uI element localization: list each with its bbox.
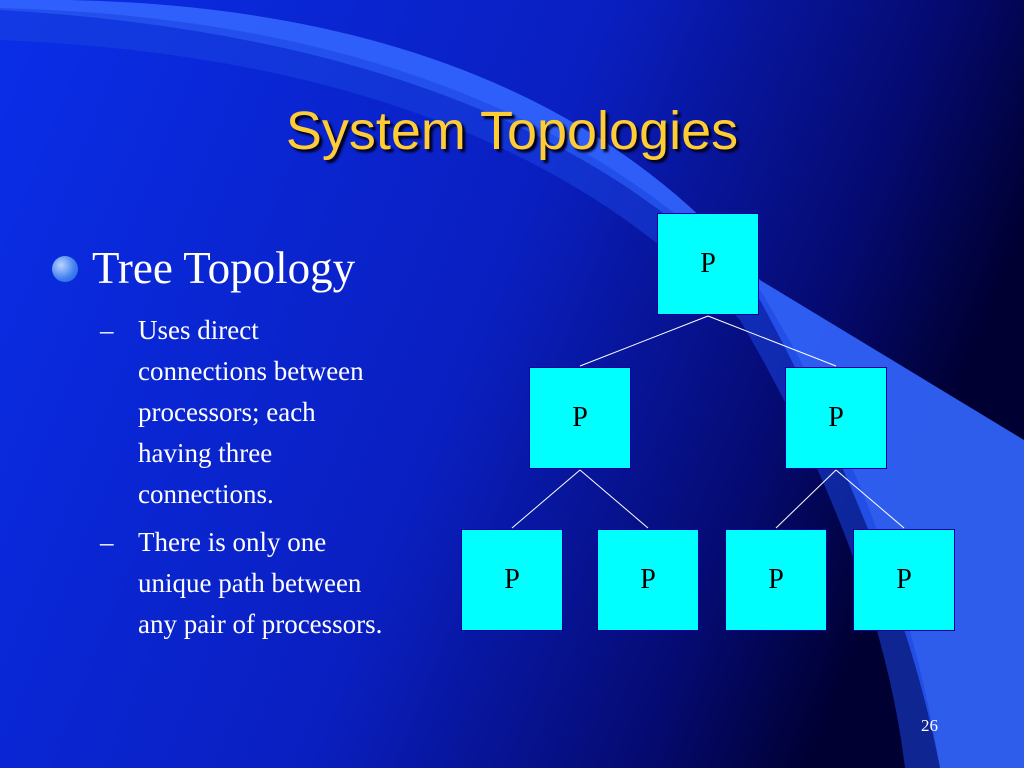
link-right-rr <box>835 469 905 529</box>
link-root-right <box>707 315 837 367</box>
link-root-left <box>579 315 709 367</box>
bullet-dot-icon <box>52 256 78 282</box>
link-left-lr <box>579 469 649 529</box>
sub-bullet-text: There is only one unique path between an… <box>138 527 383 639</box>
link-right-rl <box>775 469 837 529</box>
processor-node-root: P <box>657 213 759 315</box>
sub-bullet-text: Uses direct connections between processo… <box>138 315 364 509</box>
page-number: 26 <box>921 716 938 735</box>
dash-marker: – <box>100 315 114 345</box>
processor-node-leaf-1: P <box>461 529 563 631</box>
bullet-tree-topology: Tree Topology <box>92 243 356 293</box>
processor-node-leaf-2: P <box>597 529 699 631</box>
slide-title: System Topologies <box>285 101 739 161</box>
link-left-ll <box>511 469 581 529</box>
processor-node-left: P <box>529 367 631 469</box>
processor-node-right: P <box>785 367 887 469</box>
dash-marker: – <box>100 527 114 557</box>
processor-node-leaf-4: P <box>853 529 955 631</box>
processor-node-leaf-3: P <box>725 529 827 631</box>
